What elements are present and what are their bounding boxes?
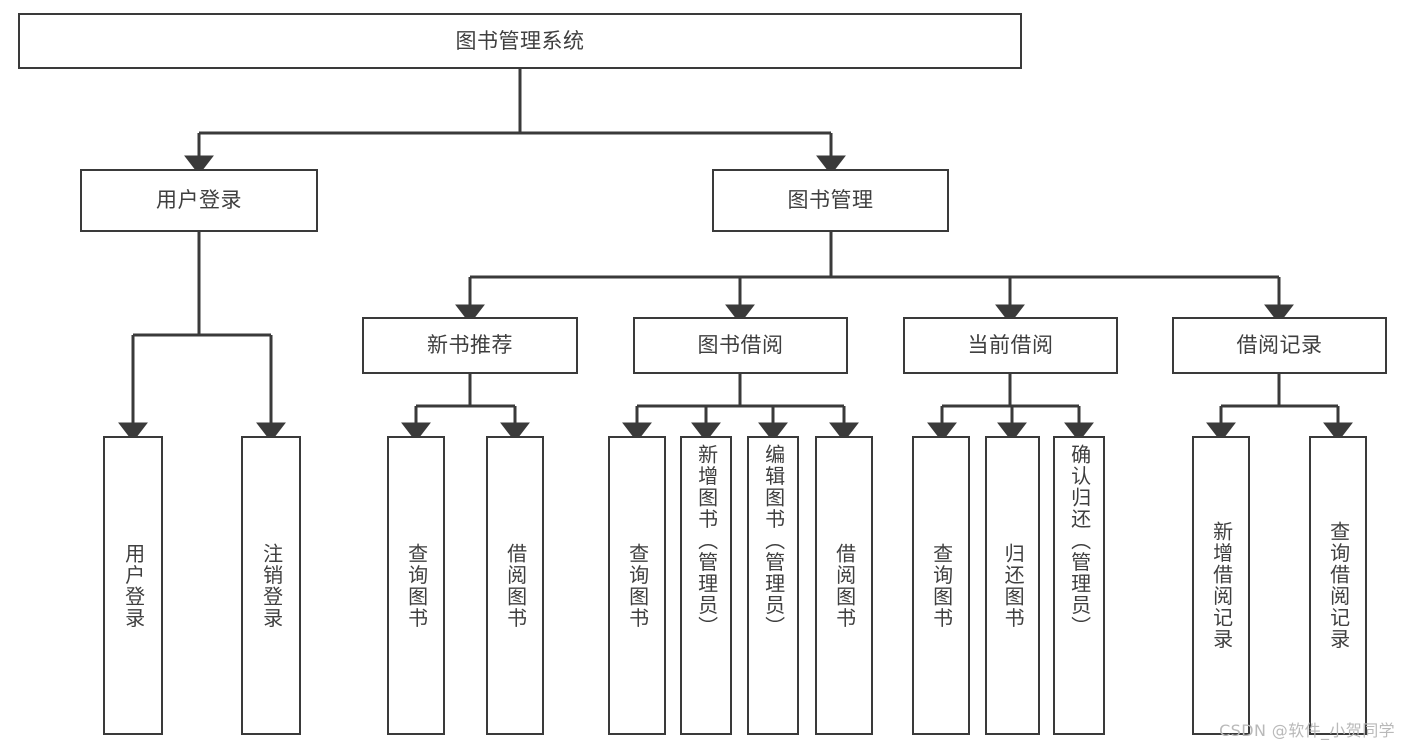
node-book-manage[interactable]: 图书管理 bbox=[712, 169, 949, 232]
node-borrow-record[interactable]: 借阅记录 bbox=[1172, 317, 1387, 374]
node-leaf-borrow-book-1-label: 借阅图书 bbox=[503, 542, 528, 629]
node-leaf-query-book-3[interactable]: 查询图书 bbox=[912, 436, 970, 735]
node-leaf-query-book-3-label: 查询图书 bbox=[929, 542, 954, 629]
node-user-login-label: 用户登录 bbox=[156, 188, 242, 213]
node-leaf-query-book-2-label: 查询图书 bbox=[625, 542, 650, 629]
node-leaf-query-record[interactable]: 查询借阅记录 bbox=[1309, 436, 1367, 735]
node-leaf-add-book[interactable]: 新增图书（管理员） bbox=[680, 436, 732, 735]
node-leaf-query-book-1-label: 查询图书 bbox=[404, 542, 429, 629]
node-leaf-add-book-label: 新增图书（管理员） bbox=[694, 444, 719, 638]
node-new-book-recommend[interactable]: 新书推荐 bbox=[362, 317, 578, 374]
node-leaf-query-record-label: 查询借阅记录 bbox=[1326, 521, 1351, 650]
node-leaf-edit-book[interactable]: 编辑图书（管理员） bbox=[747, 436, 799, 735]
node-leaf-query-book-2[interactable]: 查询图书 bbox=[608, 436, 666, 735]
node-leaf-confirm-return[interactable]: 确认归还（管理员） bbox=[1053, 436, 1105, 735]
node-leaf-borrow-book-1[interactable]: 借阅图书 bbox=[486, 436, 544, 735]
node-leaf-return-book[interactable]: 归还图书 bbox=[985, 436, 1040, 735]
node-book-manage-label: 图书管理 bbox=[787, 188, 874, 213]
node-current-borrow-label: 当前借阅 bbox=[967, 333, 1054, 358]
node-leaf-query-book-1[interactable]: 查询图书 bbox=[387, 436, 445, 735]
node-root[interactable]: 图书管理系统 bbox=[18, 13, 1022, 69]
node-leaf-borrow-book-2-label: 借阅图书 bbox=[832, 542, 857, 629]
node-leaf-add-record-label: 新增借阅记录 bbox=[1209, 521, 1234, 650]
node-leaf-user-login-label: 用户登录 bbox=[121, 542, 146, 629]
node-leaf-confirm-return-label: 确认归还（管理员） bbox=[1067, 444, 1092, 638]
node-leaf-logout-login-label: 注销登录 bbox=[259, 542, 284, 629]
node-leaf-user-login[interactable]: 用户登录 bbox=[103, 436, 163, 735]
node-leaf-return-book-label: 归还图书 bbox=[1001, 542, 1026, 629]
node-current-borrow[interactable]: 当前借阅 bbox=[903, 317, 1118, 374]
node-book-borrow[interactable]: 图书借阅 bbox=[633, 317, 848, 374]
node-leaf-borrow-book-2[interactable]: 借阅图书 bbox=[815, 436, 873, 735]
node-borrow-record-label: 借阅记录 bbox=[1236, 333, 1323, 358]
node-leaf-logout-login[interactable]: 注销登录 bbox=[241, 436, 301, 735]
node-root-label: 图书管理系统 bbox=[455, 28, 585, 53]
node-new-book-recommend-label: 新书推荐 bbox=[427, 333, 513, 358]
node-leaf-edit-book-label: 编辑图书（管理员） bbox=[761, 444, 786, 638]
node-leaf-add-record[interactable]: 新增借阅记录 bbox=[1192, 436, 1250, 735]
node-user-login[interactable]: 用户登录 bbox=[80, 169, 318, 232]
node-book-borrow-label: 图书借阅 bbox=[697, 333, 784, 358]
watermark: CSDN @软件_小贺同学 bbox=[1219, 721, 1395, 740]
